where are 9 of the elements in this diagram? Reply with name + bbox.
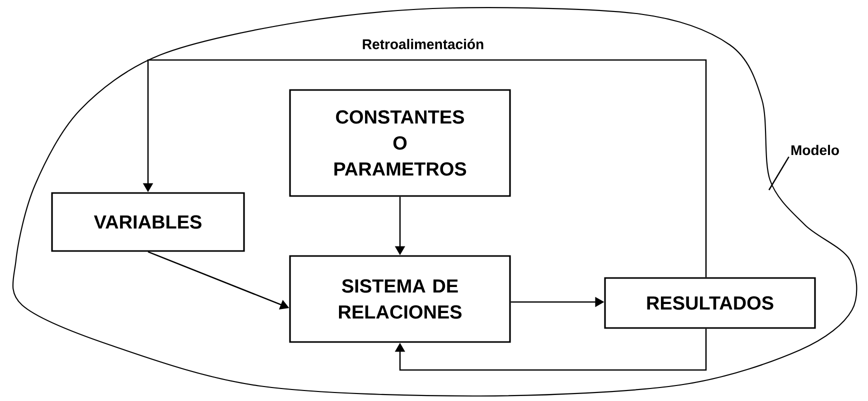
process-box: VARIABLES <box>51 192 245 252</box>
model-label: Modelo <box>791 144 839 156</box>
model-outline <box>12 7 858 397</box>
feedback-arrow <box>394 328 707 371</box>
process-box: SISTEMA DE RELACIONES <box>289 255 511 343</box>
process-box: RESULTADOS <box>604 277 816 329</box>
process-box: CONSTANTES O PARAMETROS <box>289 89 511 197</box>
edge-label: Retroalimentación <box>360 36 486 52</box>
leader-line <box>768 156 790 190</box>
